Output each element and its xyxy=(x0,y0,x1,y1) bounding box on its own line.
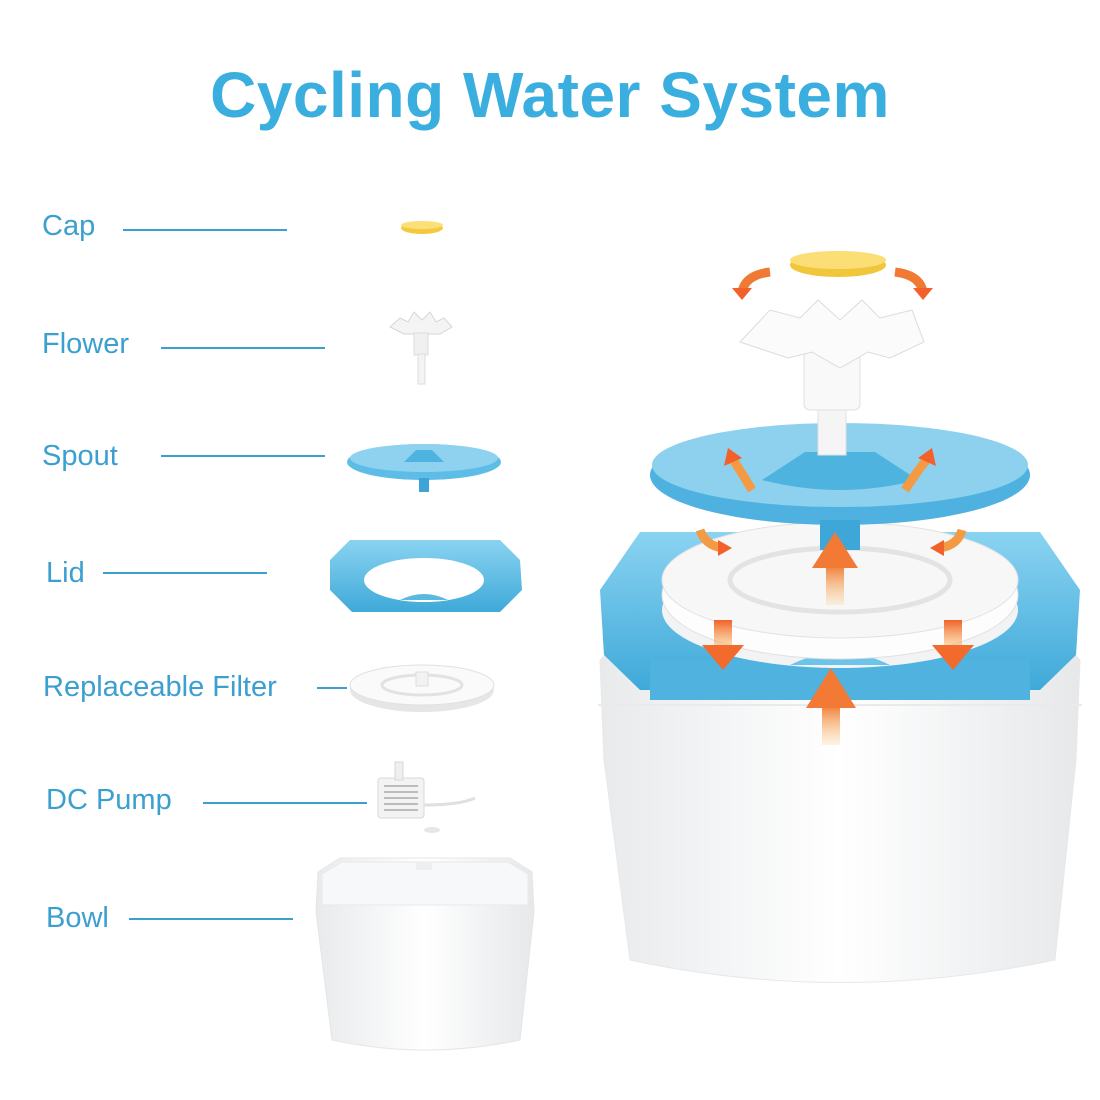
page-title: Cycling Water System xyxy=(210,59,890,131)
leader-line-lid xyxy=(103,572,267,574)
filter-icon xyxy=(349,664,495,712)
flow-arrows xyxy=(695,267,974,745)
pump-icon xyxy=(377,761,476,833)
leader-line-bowl xyxy=(129,918,293,920)
label-cap: Cap xyxy=(42,210,96,242)
label-flower: Flower xyxy=(42,328,130,360)
label-spout: Spout xyxy=(42,440,118,472)
label-dc-pump: DC Pump xyxy=(46,784,172,816)
leader-line-pump xyxy=(203,802,367,804)
flower-icon xyxy=(389,311,453,385)
leader-line-flower xyxy=(161,347,325,349)
label-lid: Lid xyxy=(46,557,85,589)
bowl-icon xyxy=(315,857,535,1051)
assembled-fountain xyxy=(598,251,1082,983)
spout-icon xyxy=(347,444,501,492)
leader-line-filter xyxy=(317,687,347,689)
leader-line-cap xyxy=(123,229,287,231)
label-bowl: Bowl xyxy=(46,902,109,934)
lid-icon xyxy=(330,540,522,612)
leader-line-spout xyxy=(161,455,325,457)
cap-icon xyxy=(401,221,443,234)
label-replaceable-filter: Replaceable Filter xyxy=(43,671,277,703)
